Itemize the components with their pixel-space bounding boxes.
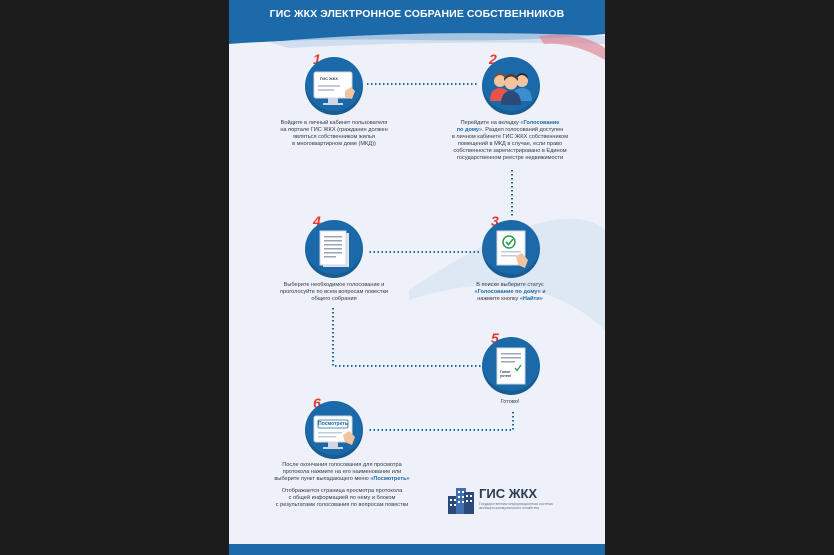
step-6-extra-line: Отображается страница просмотра протокол… (281, 488, 403, 494)
step-2-line: помещений в МКД в случае, если право (457, 141, 563, 147)
step-1-line: на портале ГИС ЖКХ (гражданин должен (280, 127, 388, 133)
step-6-text: выберите пункт выпадающего меню (274, 476, 371, 482)
step-1-description: Войдите в личный кабинет пользователя на… (249, 120, 419, 148)
step-3-circle (482, 220, 540, 278)
vote-counted-text-2: учтен! (500, 374, 512, 379)
step-2-line: собственности зарегистрировано в Едином (453, 148, 567, 154)
poster-title: ГИС ЖКХ ЭЛЕКТРОННОЕ СОБРАНИЕ СОБСТВЕННИК… (269, 8, 565, 20)
step-2-circle (482, 57, 540, 115)
logo-subtitle-line: Государственная информационная система (479, 502, 553, 506)
logo-subtitle: Государственная информационная система ж… (479, 502, 579, 511)
step-3-line: В поиске выберите статус (476, 282, 544, 288)
step-2-highlight: по дому (456, 127, 480, 133)
people-icon (490, 73, 532, 105)
step-5-line: Готово! (500, 399, 520, 405)
step-3-number: 3 (491, 213, 499, 229)
computer-icon (313, 71, 355, 105)
header-wave (269, 33, 605, 48)
step-2-line: государственном реестре недвижимости (456, 155, 564, 161)
step-1-line: Войдите в личный кабинет пользователя (280, 120, 388, 126)
step-2-text: Перейдите на вкладку « (460, 120, 524, 126)
step-2-highlight: Голосование (523, 120, 560, 126)
step-1-number: 1 (313, 51, 321, 67)
step-6-number: 6 (313, 395, 321, 411)
step-3-description: В поиске выберите статус «Голосование по… (425, 282, 595, 303)
vote-counted-text-1: Голос (500, 370, 511, 374)
footer-band (229, 544, 605, 555)
step-6-line: протокола нажмите на его наименование ил… (282, 469, 402, 475)
step-1-line: являться собственником жилья (293, 134, 375, 140)
checklist-icon (496, 230, 528, 268)
step-3-highlight: «Найти» (519, 296, 543, 302)
step-6-highlight: «Посмотреть» (370, 476, 410, 482)
header-ribbon (539, 34, 605, 60)
step-6-description: После окончания голосования для просмотр… (257, 462, 427, 509)
hand-icon (516, 253, 528, 268)
step-3-text: и (540, 289, 546, 295)
step-4-circle (305, 220, 363, 278)
step-4-description: Выберите необходимое голосование и прого… (249, 282, 419, 303)
vote-counted-text: Голос учтен! (500, 370, 511, 378)
step-6-extra-line: с результатами голосования по вопросам п… (275, 502, 409, 508)
step-2-number: 2 (489, 51, 497, 67)
document-icon (319, 230, 349, 267)
step-4-line: Выберите необходимое голосование и (283, 282, 385, 288)
step-1-circle: ГИС ЖКХ (305, 57, 363, 115)
check-icon (514, 364, 522, 372)
step-5-number: 5 (491, 330, 499, 346)
hand-icon (345, 87, 355, 99)
step-3-highlight: «Голосование по дому» (474, 289, 541, 295)
step-2-description: Перейдите на вкладку «Голосование по дом… (425, 120, 595, 162)
logo-subtitle-line: жилищно-коммунального хозяйства (479, 506, 539, 511)
step-2-line: в личном кабинете ГИС ЖКХ собственником (451, 134, 569, 140)
step-5-description: Готово! (425, 399, 595, 406)
step-6-extra-line: с общей информацией по нему и блоком (288, 495, 396, 501)
monitor-button-icon (313, 415, 355, 449)
connector-5-6 (369, 412, 514, 431)
step-4-number: 4 (313, 213, 321, 229)
header-band (229, 0, 605, 44)
step-4-line: общего собрания (311, 296, 357, 302)
step-6-line: После окончания голосования для просмотр… (282, 462, 402, 468)
step-5-circle: Голос учтен! (482, 337, 540, 395)
step-4-line: проголосуйте по всем вопросам повестки (279, 289, 389, 295)
step-6-circle: Посмотреть (305, 401, 363, 459)
connectors (332, 83, 514, 431)
step-3-text: нажмите кнопку (477, 296, 520, 302)
poster: ГИС ЖКХ ЭЛЕКТРОННОЕ СОБРАНИЕ СОБСТВЕННИК… (229, 0, 605, 555)
connector-4-5 (332, 308, 481, 367)
hand-icon (343, 431, 355, 445)
monitor-logo-text: ГИС ЖКХ (320, 76, 338, 81)
logo-building-icon (448, 488, 474, 514)
view-button: Посмотреть (318, 421, 348, 427)
step-1-line: в многоквартирном доме (МКД)) (292, 141, 376, 147)
vote-document-icon (496, 347, 526, 385)
logo-name: ГИС ЖКХ (479, 486, 538, 501)
step-2-text: ». Раздел голосований доступен (479, 127, 564, 133)
